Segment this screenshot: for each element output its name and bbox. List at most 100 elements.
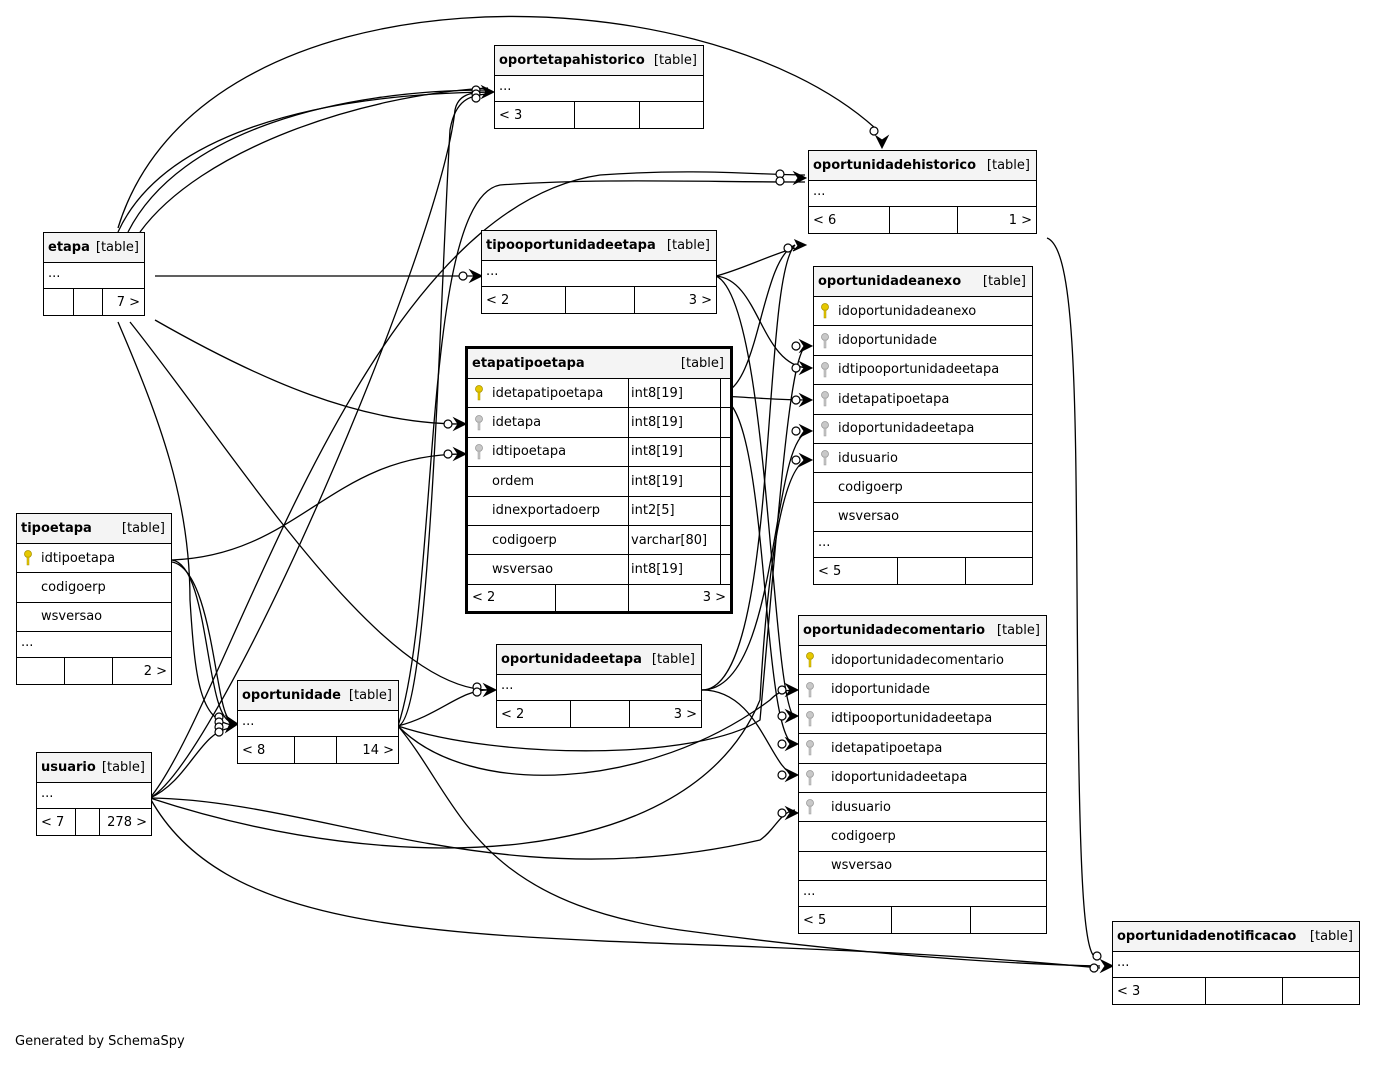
parents-count[interactable] [44,289,73,315]
foreign-key-icon [799,734,821,762]
column-row[interactable]: idetapatipoetapa [814,385,1032,415]
column-type: int8[19] [628,379,720,408]
table-footer: < 5 [799,907,1046,934]
column-row[interactable]: idusuario [799,793,1046,823]
table-name: etapa [48,240,90,255]
foreign-key-icon [814,444,836,472]
column-name: idetapa [492,415,542,431]
column-name: codigoerp [41,580,106,596]
parents-count[interactable]: < 5 [803,912,827,928]
table-header: oportunidadeanexo[table] [814,267,1032,297]
column-row[interactable]: idoportunidade [799,675,1046,705]
children-count[interactable]: 14 > [336,737,398,763]
column-type: int8[19] [628,437,720,467]
parents-count[interactable]: < 3 [1117,983,1141,999]
primary-key-icon [468,379,490,407]
table-name: oportunidade [242,688,341,703]
table-etapa[interactable]: etapa[table] ... 7 > [43,232,145,316]
parents-count[interactable]: < 3 [499,107,523,123]
table-header: etapatipoetapa[table] [468,349,730,379]
children-count[interactable]: 3 > [628,584,730,611]
children-count[interactable]: 2 > [112,658,171,685]
children-count[interactable]: 7 > [102,289,144,315]
column-row[interactable]: idoportunidadecomentario [799,646,1046,676]
table-name: tipooportunidadeetapa [486,238,656,253]
table-name: oportetapahistorico [499,53,645,68]
table-name: etapatipoetapa [472,356,585,371]
children-count[interactable] [970,907,1046,934]
column-type: varchar[80] [628,525,720,555]
column-row[interactable]: idetapatipoetapa [799,734,1046,764]
column-row[interactable]: wsversao [814,503,1032,533]
column-row[interactable]: idtipoetapa [17,544,171,574]
column-row[interactable]: idnexportadoerp int2[5] [468,496,730,526]
column-row[interactable]: idoportunidade [814,326,1032,356]
parents-count[interactable] [17,658,64,684]
column-name: idnexportadoerp [492,503,600,519]
column-row[interactable]: idoportunidadeetapa [814,415,1032,444]
column-row[interactable]: codigoerp [799,822,1046,852]
children-count[interactable]: 278 > [99,809,151,835]
children-count[interactable]: 1 > [957,207,1036,233]
table-header: usuario[table] [37,753,151,783]
table-tipoetapa[interactable]: tipoetapa[table] idtipoetapa codigoerp w… [16,513,172,686]
foreign-key-icon [814,415,836,443]
children-count[interactable] [965,558,1032,585]
footer-spacer [75,809,99,835]
parents-count[interactable]: < 5 [818,563,842,579]
children-count[interactable] [1282,978,1359,1004]
table-header: oportunidade[table] [238,681,398,711]
parents-count[interactable]: < 6 [813,212,837,228]
column-row[interactable]: codigoerp [17,573,171,603]
table-type: [table] [996,623,1040,638]
table-usuario[interactable]: usuario[table] ... < 7 278 > [36,752,152,836]
table-oportunidadeanexo[interactable]: oportunidadeanexo[table] idoportunidadea… [813,266,1033,586]
column-row[interactable]: wsversao [799,852,1046,882]
parents-count[interactable]: < 7 [41,814,65,830]
foreign-key-icon [799,675,821,703]
parents-count[interactable]: < 2 [501,706,525,722]
more-columns: ... [37,783,151,809]
column-row[interactable]: idtipooportunidadeetapa [814,356,1032,386]
table-type: [table] [666,238,710,253]
parents-count[interactable]: < 2 [472,590,496,606]
column-row[interactable]: idtipooportunidadeetapa [799,705,1046,735]
column-row[interactable]: codigoerp [814,473,1032,503]
table-type: [table] [653,53,697,68]
column-row[interactable]: wsversao [17,603,171,633]
table-oportunidadenotificacao[interactable]: oportunidadenotificacao[table] ... < 3 [1112,921,1360,1005]
column-row[interactable]: idoportunidadeetapa [799,764,1046,793]
children-count[interactable]: 3 > [629,701,701,727]
column-row[interactable]: idoportunidadeanexo [814,297,1032,327]
table-name: oportunidadecomentario [803,623,985,638]
footer-spacer [897,558,965,585]
parents-count[interactable]: < 2 [486,292,510,308]
column-name: idtipoetapa [41,550,116,566]
column-row[interactable]: idusuario [814,444,1032,474]
table-footer: < 2 3 > [497,701,701,727]
table-oportetapahistorico[interactable]: oportetapahistorico[table] ... < 3 [494,45,704,129]
footer-spacer [570,701,629,727]
column-type: int2[5] [628,496,720,525]
more-columns: ... [1113,952,1359,978]
children-count[interactable] [639,102,703,128]
more-columns: ... [809,181,1036,207]
table-oportunidadecomentario[interactable]: oportunidadecomentario [table] idoportuni… [798,615,1047,935]
children-count[interactable]: 3 > [634,287,716,313]
parents-count[interactable]: < 8 [242,742,266,758]
table-type: [table] [986,158,1030,173]
table-footer: < 5 [814,558,1032,585]
table-footer: < 8 14 > [238,737,398,763]
